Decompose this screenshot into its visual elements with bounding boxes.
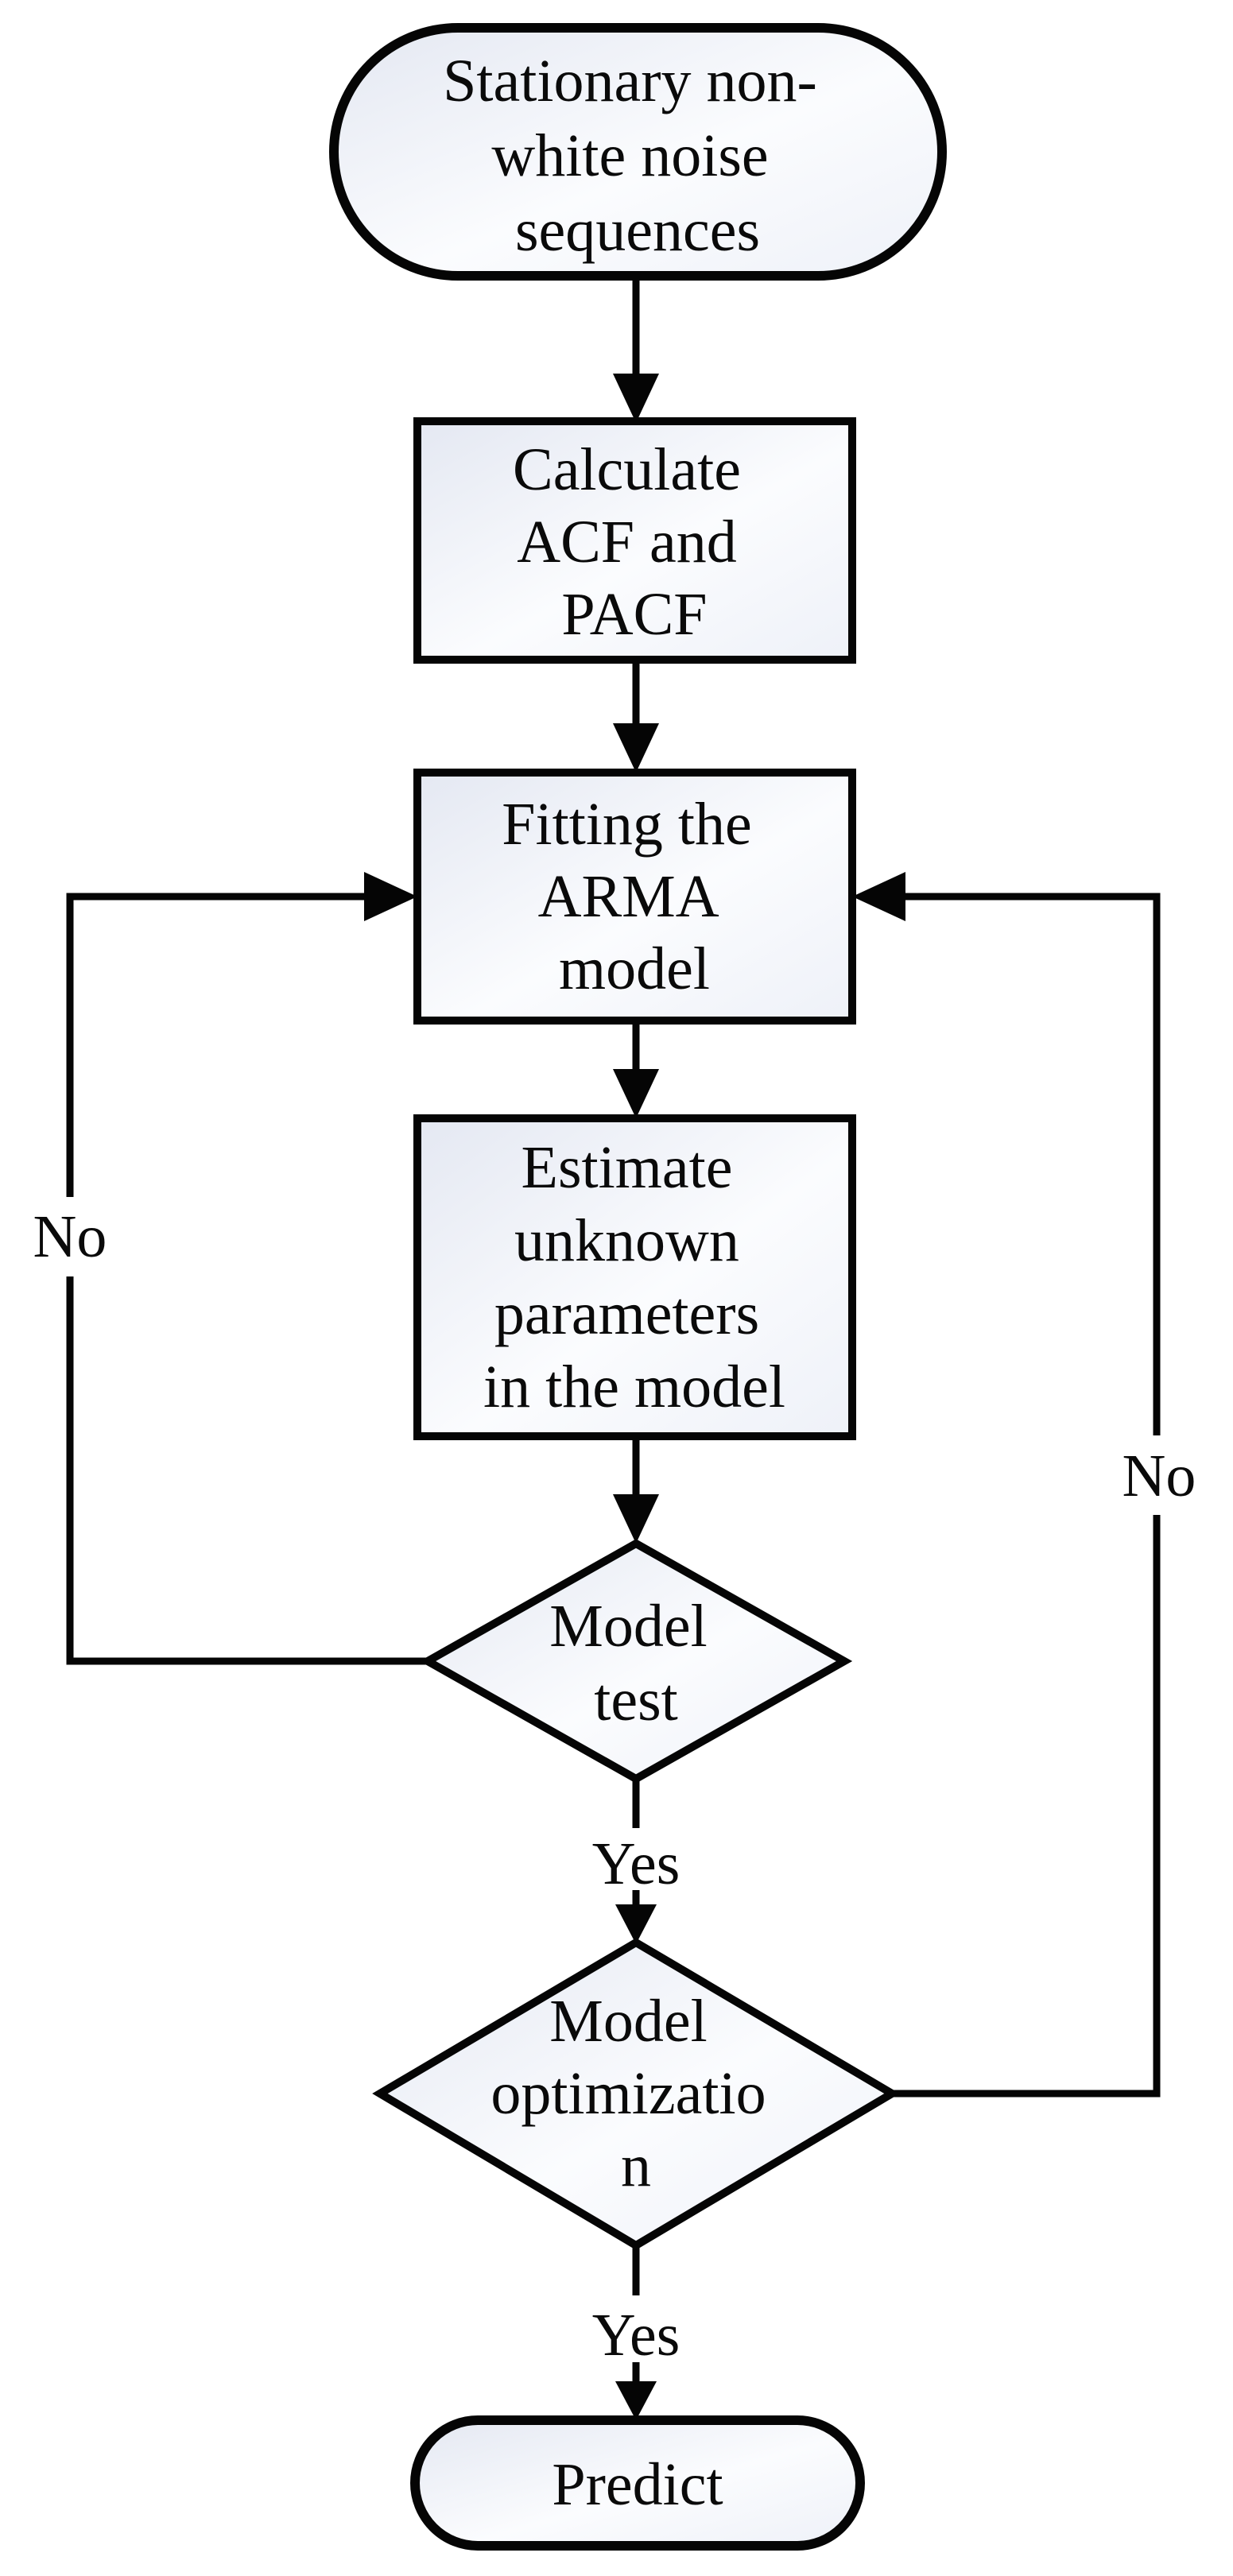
edge-label-text: Yes <box>592 1830 680 1897</box>
process-shape <box>413 769 856 1025</box>
model-optimization-decision: Model optimizatio n <box>372 1938 900 2250</box>
node-text-line: sequences <box>515 197 760 264</box>
yes-label-bottom: Yes <box>592 2302 680 2369</box>
edge-estimate-to-test <box>613 1436 659 1544</box>
edge-calc-to-fit <box>613 660 659 773</box>
node-text-line: Fitting the <box>502 791 752 858</box>
start-node-label: Stationary non- white noise sequences <box>443 28 832 264</box>
estimate-parameters-node: Estimate unknown parameters in the model <box>413 1114 856 1440</box>
label-backdrop <box>1103 1435 1213 1515</box>
process-shape <box>413 1114 856 1440</box>
node-text-line: ACF and <box>517 509 737 575</box>
edge-start-to-calc <box>613 276 659 423</box>
node-text-line: n <box>621 2132 651 2199</box>
edge-optimize-no-feedback: No <box>852 872 1213 2098</box>
node-text-line: white noise <box>491 122 768 189</box>
node-text-line: unknown <box>514 1207 739 1274</box>
node-text-line: Estimate <box>522 1134 733 1201</box>
process-shape <box>413 417 856 664</box>
node-text-line: Calculate <box>513 436 741 503</box>
test-node-label: Model test <box>549 1573 722 1733</box>
no-label-right: No <box>1122 1443 1196 1509</box>
yes-label-top: Yes <box>592 1830 680 1897</box>
fitting-arma-node: Fitting the ARMA model <box>413 769 856 1025</box>
arrowhead-down-icon <box>615 1904 657 1944</box>
calc-node-label: Calculate ACF and PACF <box>513 416 756 648</box>
arrowhead-down-icon <box>615 2381 657 2420</box>
edge-optimize-yes: Yes <box>592 2245 680 2420</box>
optimize-node-label: Model optimizatio n <box>490 1968 781 2199</box>
decision-shape <box>372 1938 900 2250</box>
feedback-line-left <box>66 893 428 1665</box>
calc-acf-pacf-node: Calculate ACF and PACF <box>413 416 856 664</box>
start-node: Stationary non- white noise sequences <box>329 23 947 281</box>
node-text-line: optimizatio <box>490 2060 766 2127</box>
label-backdrop <box>17 1197 126 1276</box>
node-text-line: test <box>594 1667 678 1733</box>
arrowhead-down-icon <box>613 1069 659 1118</box>
arrowhead-down-icon <box>613 1494 659 1544</box>
terminator-shape <box>329 23 947 281</box>
node-text-line: parameters <box>494 1280 759 1347</box>
node-text-line: in the model <box>483 1354 785 1420</box>
fit-node-label: Fitting the ARMA model <box>502 771 767 1002</box>
node-text-line: Stationary non- <box>443 48 817 114</box>
arrowhead-right-icon <box>364 872 417 921</box>
edge-test-no-feedback: No <box>17 872 428 1665</box>
arrowhead-left-icon <box>852 872 905 921</box>
edge-test-yes: Yes <box>592 1779 680 1944</box>
estimate-node-label: Estimate unknown parameters in the model <box>483 1114 785 1420</box>
predict-node: Predict <box>410 2415 865 2551</box>
node-text-line: PACF <box>561 581 707 648</box>
decision-shape <box>419 1539 853 1784</box>
edge-fit-to-estimate <box>613 1021 659 1118</box>
model-test-decision: Model test <box>419 1539 853 1784</box>
edge-label-text: No <box>1122 1443 1196 1509</box>
edge-label-text: Yes <box>592 2302 680 2369</box>
node-text-line: Model <box>549 1593 707 1660</box>
arrowhead-down-icon <box>613 374 659 423</box>
no-label-left: No <box>33 1203 107 1270</box>
arrowhead-down-icon <box>613 723 659 773</box>
node-text-line: Predict <box>552 2451 723 2518</box>
node-text-line: Model <box>549 1988 707 2055</box>
terminator-shape <box>410 2415 865 2551</box>
predict-node-label: Predict <box>552 2451 723 2518</box>
edge-label-text: No <box>33 1203 107 1270</box>
node-text-line: model <box>559 935 710 1002</box>
node-text-line: ARMA <box>538 863 719 930</box>
